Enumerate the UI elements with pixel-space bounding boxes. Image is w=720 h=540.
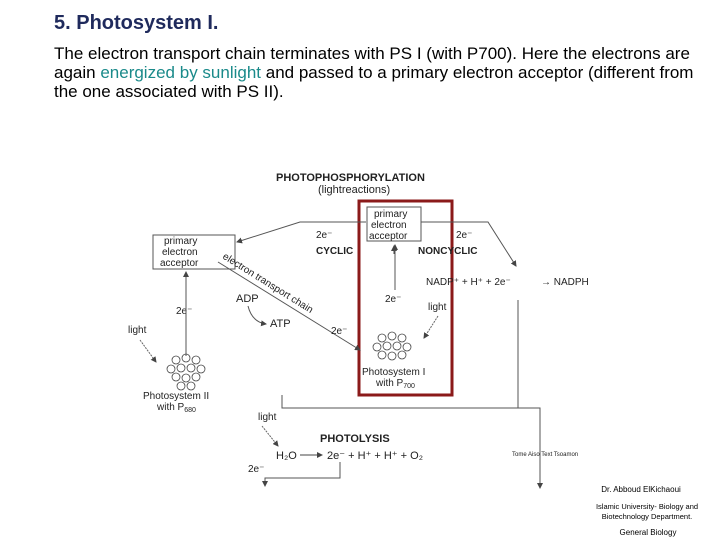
atp-label: ATP bbox=[270, 318, 291, 330]
nadp-equation: NADP⁺ + H⁺ + 2e⁻ bbox=[426, 277, 511, 288]
psi-pigment-cluster bbox=[372, 331, 412, 361]
photolysis-2e-label: 2e⁻ bbox=[248, 464, 264, 475]
diagram-heading: PHOTOPHOSPHORYLATION bbox=[276, 172, 425, 184]
psi-label: Photosystem I bbox=[362, 367, 425, 378]
psi-acceptor-box bbox=[366, 206, 422, 242]
etc-arrow bbox=[217, 261, 361, 351]
psii-pigment-cluster bbox=[166, 353, 206, 391]
paragraph-text-1: The electron transport chain terminates … bbox=[54, 44, 690, 82]
psii-light-arrow bbox=[139, 339, 157, 363]
nadph-label: → NADPH bbox=[541, 277, 589, 288]
photolysis-equation: 2e⁻ + H⁺ + H⁺ + O₂ bbox=[327, 450, 423, 462]
slide-title: 5. Photosystem I. bbox=[54, 12, 219, 34]
photolysis-heading: PHOTOLYSIS bbox=[320, 433, 390, 445]
adp-atp-arrow bbox=[247, 305, 267, 327]
affiliation-credit: Islamic University- Biology and Biotechn… bbox=[595, 502, 699, 521]
photolysis-light-arrow bbox=[261, 425, 279, 447]
adp-label: ADP bbox=[236, 293, 259, 305]
paragraph-text-3: and passed to a primary electron accepto… bbox=[54, 63, 694, 101]
cyclic-2e-label: 2e⁻ bbox=[316, 230, 332, 241]
paragraph-highlight-energized: energized bbox=[100, 63, 175, 82]
psii-2e-label: 2e⁻ bbox=[176, 306, 192, 317]
paragraph-highlight-sunlight: by sunlight bbox=[179, 63, 262, 82]
noncyclic-label: NONCYCLIC bbox=[418, 246, 477, 257]
psii-label: Photosystem II bbox=[143, 391, 209, 402]
photolysis-light-label: light bbox=[258, 412, 277, 423]
psi-light-arrow bbox=[423, 315, 439, 339]
psii-label-line2: with P680 bbox=[156, 402, 196, 414]
photolysis-return-arrow bbox=[262, 462, 341, 487]
noncyclic-2e-label: 2e⁻ bbox=[456, 230, 472, 241]
psii-light-label: light bbox=[128, 325, 147, 336]
h2o-label: H₂O bbox=[276, 450, 297, 462]
psi-light-label: light bbox=[428, 302, 447, 313]
psi-highlight-box bbox=[357, 199, 454, 397]
psi-label-line2: with P700 bbox=[375, 378, 415, 390]
cyclic-arrow bbox=[236, 221, 366, 244]
slide-paragraph: The electron transport chain terminates … bbox=[54, 44, 704, 101]
psi-2e-label: 2e⁻ bbox=[385, 294, 401, 305]
psii-acceptor-box bbox=[152, 234, 236, 270]
etc-2e-label: 2e⁻ bbox=[331, 326, 347, 337]
cyclic-label: CYCLIC bbox=[316, 246, 353, 257]
photolysis-connector-line bbox=[281, 395, 541, 480]
etc-label: electron transport chain bbox=[220, 251, 314, 316]
psi-acceptor-label: primary electron acceptor bbox=[369, 209, 410, 242]
faint-note: Tome Aiso Text Tsoamon bbox=[512, 452, 578, 458]
course-credit: General Biology bbox=[619, 528, 677, 537]
psii-acceptor-label: primary electron acceptor bbox=[160, 236, 200, 269]
author-credit: Dr. Abboud ElKichaoui bbox=[601, 485, 681, 494]
noncyclic-arrow bbox=[421, 221, 517, 267]
diagram-subheading: (lightreactions) bbox=[318, 184, 390, 196]
